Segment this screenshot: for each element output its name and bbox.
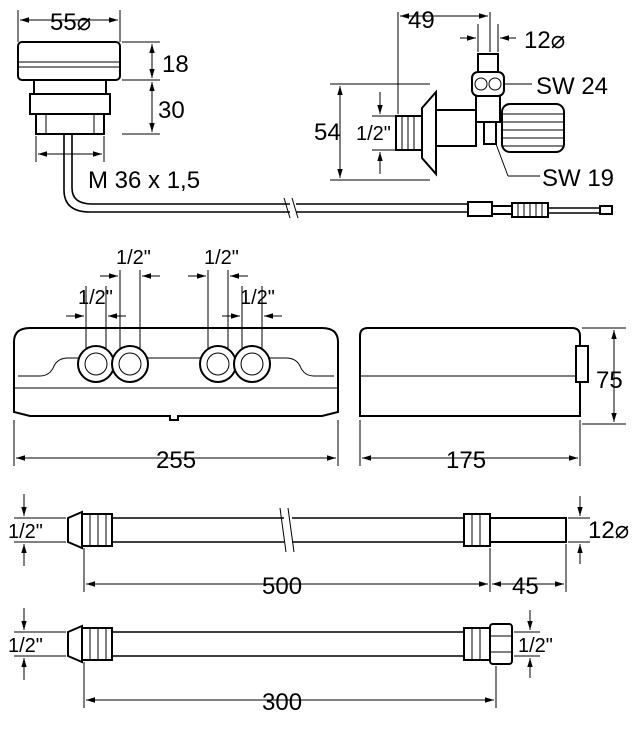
valve-height-label: 54 bbox=[314, 119, 341, 146]
box-front-drawing bbox=[13, 327, 339, 421]
hose-300-drawing bbox=[67, 623, 513, 665]
sensor-thread-label: M 36 x 1,5 bbox=[88, 167, 200, 194]
box-top-half1-label: 1/2" bbox=[78, 287, 113, 309]
hose2-right-connection-label: 1/2" bbox=[518, 635, 553, 657]
hose1-tail-diameter-label: 12⌀ bbox=[588, 517, 629, 544]
sensor-cap-height-label: 18 bbox=[162, 51, 189, 78]
sensor-dimensions bbox=[17, 10, 160, 162]
hose-300-dimensions bbox=[14, 608, 540, 708]
box-top-half2-label: 1/2" bbox=[116, 247, 151, 269]
sensor-body-height-label: 30 bbox=[158, 97, 185, 124]
valve-dimensions bbox=[330, 12, 540, 181]
cable-drawing bbox=[283, 197, 613, 219]
box-side-width-label: 175 bbox=[446, 447, 486, 474]
hose1-left-connection-label: 1/2" bbox=[8, 521, 43, 543]
valve-stem-diameter-label: 12⌀ bbox=[524, 27, 565, 54]
sensor-drawing bbox=[17, 41, 290, 213]
hose-500-drawing bbox=[67, 507, 567, 553]
valve-width-label: 49 bbox=[408, 7, 435, 34]
hose2-length-label: 300 bbox=[262, 689, 302, 716]
box-side-dimensions bbox=[359, 327, 626, 466]
valve-sw24-label: SW 24 bbox=[536, 73, 608, 100]
box-front-dimensions bbox=[13, 270, 339, 466]
hose1-tail-length-label: 45 bbox=[512, 573, 539, 600]
hose-500-dimensions bbox=[14, 494, 590, 592]
valve-sw19-label: SW 19 bbox=[542, 165, 614, 192]
box-side-drawing bbox=[359, 327, 589, 417]
box-side-height-label: 75 bbox=[596, 367, 623, 394]
sensor-diameter-label: 55⌀ bbox=[50, 9, 91, 36]
hose1-length-label: 500 bbox=[262, 573, 302, 600]
hose2-left-connection-label: 1/2" bbox=[8, 635, 43, 657]
box-top-half4-label: 1/2" bbox=[240, 287, 275, 309]
valve-drawing bbox=[395, 53, 565, 177]
valve-connection-label: 1/2" bbox=[356, 123, 391, 145]
box-front-width-label: 255 bbox=[156, 447, 196, 474]
box-top-half3-label: 1/2" bbox=[204, 247, 239, 269]
